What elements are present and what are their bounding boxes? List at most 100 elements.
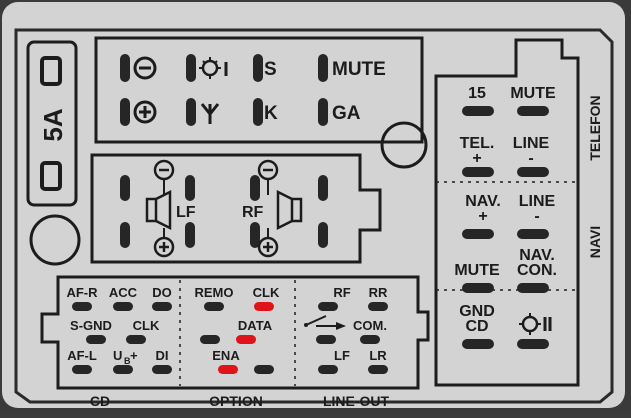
switch-icon [304, 315, 346, 330]
pin-label: S-GND [70, 318, 112, 333]
active-pin-data [236, 335, 256, 344]
pin [113, 365, 133, 374]
pin-label: LINE [513, 135, 550, 152]
pin [253, 54, 263, 82]
pin [152, 365, 172, 374]
pin [316, 335, 336, 344]
pin-label: MUTE [454, 262, 500, 279]
pin-label: NAV. [465, 193, 501, 210]
pin-label: CLK [133, 318, 160, 333]
pin-sign: - [528, 150, 533, 167]
pin [126, 335, 146, 344]
right-connector: 15 MUTE TEL. + LINE - NAV. + LINE - MUTE… [434, 38, 603, 387]
pin-label: ACC [109, 285, 138, 300]
right-speaker-icon [257, 159, 303, 258]
fuse-top-slot [40, 56, 62, 86]
pin-label: RF [333, 285, 350, 300]
pin-label: RR [369, 285, 388, 300]
minus-circle-icon [133, 56, 157, 80]
pin [186, 54, 196, 82]
pin-label: + [130, 348, 138, 363]
pin-label: 15 [468, 85, 486, 102]
pin-label: AF-L [67, 348, 97, 363]
mount-hole-right [380, 121, 428, 169]
pin [120, 98, 130, 126]
pin [517, 339, 549, 349]
pin-label-ga: GA [332, 103, 361, 124]
pin [72, 302, 92, 311]
pin-label: GND [459, 303, 495, 320]
pin-label: DATA [238, 318, 273, 333]
section-label-option: OPTION [209, 393, 263, 409]
pin [120, 175, 130, 201]
pin-label: DI [156, 348, 169, 363]
bottom-connector-outline [40, 275, 430, 390]
pin [318, 222, 328, 248]
pin [120, 222, 130, 248]
speaker-connector-outline [90, 153, 382, 264]
pin [517, 229, 549, 239]
mount-hole-left [29, 214, 81, 266]
right-connector-outline [434, 38, 580, 387]
pin [318, 54, 328, 82]
pin-label-k: K [264, 103, 278, 124]
pin [517, 167, 549, 177]
pin-label: TEL. [460, 135, 495, 152]
pin [318, 175, 328, 201]
pin-label: LINE [519, 193, 556, 210]
pin [250, 175, 260, 201]
pin [185, 222, 195, 248]
pin-label: REMO [195, 285, 234, 300]
bottom-connector: AF-R ACC DO S-GND CLK AF-L U B + DI REMO… [40, 275, 430, 409]
side-label-navi: NAVI [587, 226, 603, 258]
pin-label: ENA [212, 348, 240, 363]
top-connector: S MUTE K GA [94, 36, 424, 144]
pin-label: LF [334, 348, 350, 363]
pin [462, 339, 494, 349]
pin [318, 302, 338, 311]
pin-label: U [113, 348, 122, 363]
pin [462, 167, 494, 177]
pin [368, 302, 388, 311]
section-label-lineout: LINE-OUT [323, 393, 390, 409]
speaker-label-rf: RF [242, 204, 264, 221]
pin [204, 302, 224, 311]
pin-label: CLK [253, 285, 280, 300]
side-label-telefon: TELEFON [587, 95, 603, 160]
pin [368, 365, 388, 374]
pin-label: COM. [353, 318, 387, 333]
pin-label: LR [369, 348, 387, 363]
pin-label: MUTE [510, 85, 556, 102]
frame-outline [14, 28, 614, 404]
active-pin-clk [254, 302, 274, 311]
pin [318, 98, 328, 126]
fuse-label: 5A [38, 108, 68, 141]
pin [318, 365, 338, 374]
fuse-bottom-slot [40, 161, 62, 191]
pin [253, 98, 263, 126]
antenna-icon [200, 103, 220, 124]
fuse-body [26, 40, 78, 207]
pin [186, 98, 196, 126]
fuse: 5A [26, 40, 78, 207]
pin-label: AF-R [66, 285, 98, 300]
pin [86, 335, 106, 344]
pin [462, 283, 494, 293]
pin [152, 302, 172, 311]
section-label-cd: CD [90, 393, 110, 409]
active-pin-ena [218, 365, 238, 374]
pin-sign: + [472, 150, 481, 167]
speaker-label-lf: LF [176, 204, 196, 221]
speaker-connector: LF RF [90, 153, 382, 264]
pin-label: CD [465, 318, 488, 335]
pin [517, 283, 549, 293]
light-bulb-icon [199, 57, 228, 79]
pin-label: DO [152, 285, 172, 300]
pin [517, 106, 549, 116]
top-connector-outline [94, 36, 424, 144]
pin [185, 175, 195, 201]
pin [200, 335, 220, 344]
pin [462, 229, 494, 239]
pin [254, 365, 274, 374]
